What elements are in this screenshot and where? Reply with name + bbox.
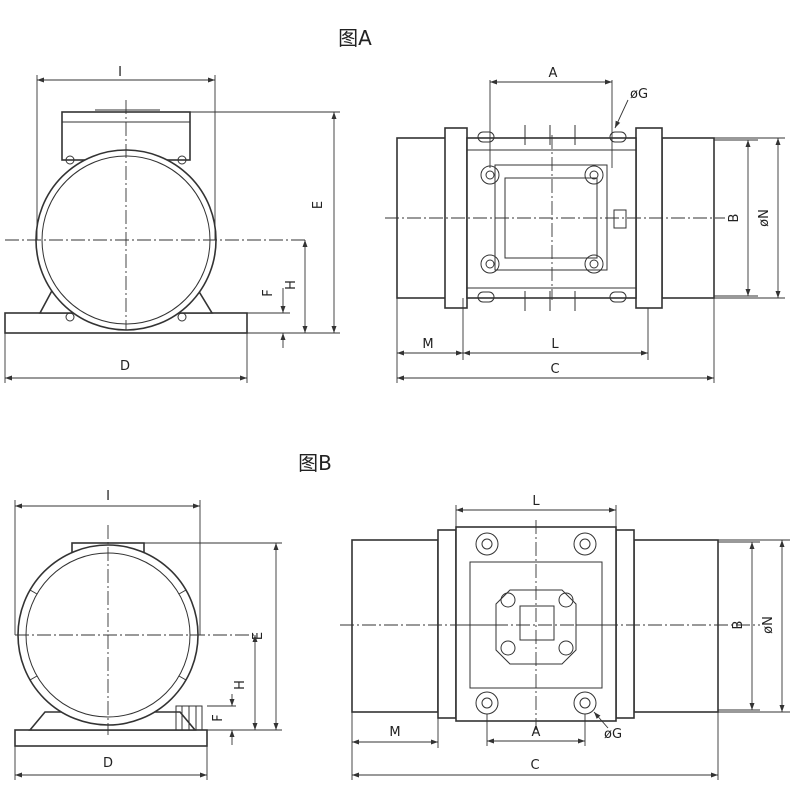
dim-label-A: A [532, 725, 541, 740]
bolt-hole-group [480, 165, 604, 274]
dim-label-B: B [727, 214, 742, 223]
figure-a: 图A I E [4, 26, 785, 383]
dim-label-C: C [550, 362, 559, 377]
right-end-cap [633, 539, 719, 713]
dim-label-L: L [532, 494, 540, 509]
dim-label-N: øN [761, 616, 776, 634]
dim-label-G: øG [630, 87, 648, 102]
dim-label-E: E [251, 632, 266, 640]
figure-b-title: 图B [298, 451, 332, 475]
dim-label-I: I [106, 489, 110, 504]
dim-label-N: øN [757, 209, 772, 227]
figure-a-title: 图A [338, 26, 372, 50]
dim-label-H: H [233, 680, 248, 690]
dim-label-D: D [103, 756, 113, 771]
dim-label-F: F [211, 714, 226, 721]
figure-a-top-view: A øG B øN M L C [385, 66, 785, 383]
dim-label-M: M [389, 725, 400, 740]
dim-label-B: B [731, 621, 746, 630]
dim-label-E: E [311, 201, 326, 209]
dim-label-M: M [422, 337, 433, 352]
dim-label-H: H [284, 280, 299, 290]
dim-label-A: A [549, 66, 558, 81]
dim-label-I: I [118, 65, 122, 80]
bolt-hole-group [475, 532, 597, 715]
left-end-cap [351, 539, 439, 713]
center-boss [495, 589, 577, 665]
figure-b-front-view: I E H F D [14, 489, 282, 780]
dim-label-C: C [530, 758, 539, 773]
dim-label-F: F [261, 289, 276, 296]
dim-label-G: øG [604, 727, 622, 742]
figure-b-top-view: L B øN A øG M C [340, 494, 790, 780]
dim-label-D: D [120, 359, 130, 374]
dim-label-L: L [551, 337, 559, 352]
figure-b: 图B I [14, 451, 790, 780]
base-plate [14, 729, 208, 747]
figure-a-front-view: I E H F D [4, 65, 340, 383]
